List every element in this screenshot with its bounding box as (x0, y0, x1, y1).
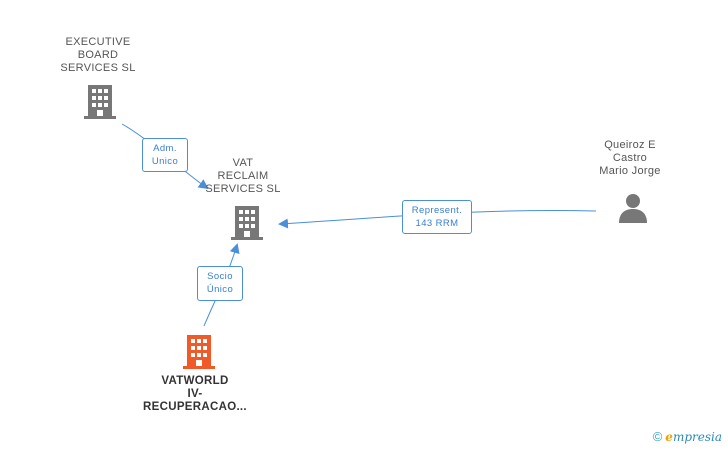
node-vat-line-2: RECLAIM (217, 170, 269, 182)
edge-label-socio-line-2: Único (206, 284, 234, 295)
node-executive-label: EXECUTIVE BOARD SERVICES SL (48, 36, 148, 75)
edge-label-represent-line-1: Represent. (411, 205, 463, 216)
node-queiroz-line-3: Mario Jorge (599, 165, 661, 177)
edge-label-represent-line-2: 143 RRM (415, 218, 459, 229)
node-queiroz-line-1: Queiroz E (604, 139, 656, 151)
edge-label-socio[interactable]: Socio Único (197, 266, 243, 301)
empresia-logo: ©empresia (653, 429, 722, 444)
edge-label-socio-line-1: Socio (207, 271, 233, 282)
node-executive-line-3: SERVICES SL (60, 62, 136, 74)
brand-e: e (665, 430, 673, 444)
node-vatworld-line-2: IV- (187, 388, 203, 400)
building-icon[interactable] (84, 85, 116, 119)
building-icon[interactable] (231, 206, 263, 240)
edge-label-adm-line-2: Unico (151, 156, 179, 167)
node-queiroz-label: Queiroz E Castro Mario Jorge (580, 139, 680, 178)
edge-label-represent[interactable]: Represent. 143 RRM (402, 200, 472, 234)
node-executive-line-1: EXECUTIVE (65, 36, 131, 48)
node-vatworld-line-3: RECUPERACAO... (143, 401, 247, 413)
node-executive-line-2: BOARD (77, 49, 119, 61)
edge-label-adm-line-1: Adm. (153, 143, 177, 154)
node-vatworld-label[interactable]: VATWORLD IV- RECUPERACAO... (135, 375, 255, 414)
building-icon[interactable] (183, 335, 215, 369)
node-vat-line-1: VAT (232, 157, 254, 169)
node-queiroz-line-2: Castro (612, 152, 648, 164)
person-icon[interactable] (618, 193, 648, 223)
node-vat-line-3: SERVICES SL (205, 183, 281, 195)
brand-rest: mpresia (672, 430, 722, 444)
edge-label-adm[interactable]: Adm. Unico (142, 138, 188, 172)
node-vat-label: VAT RECLAIM SERVICES SL (193, 157, 293, 196)
node-vatworld-line-1: VATWORLD (161, 375, 229, 387)
copyright-icon: © (652, 429, 663, 444)
